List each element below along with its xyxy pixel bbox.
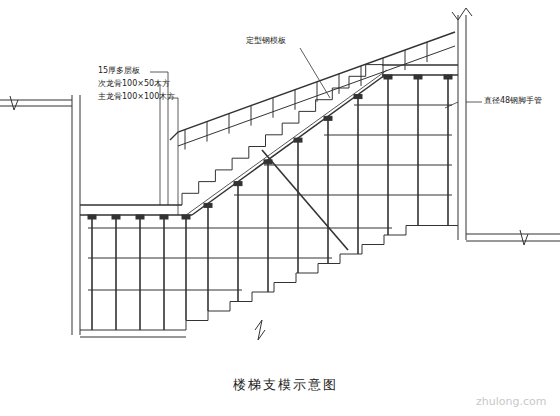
steel-tube-prop — [327, 116, 329, 263]
break-mark — [10, 96, 18, 110]
rail-post — [273, 98, 274, 118]
steel-tube-prop — [185, 215, 187, 321]
bottom-floor — [80, 330, 186, 337]
leader-line — [445, 102, 482, 108]
prop-head — [324, 116, 332, 120]
steel-tube-tie — [88, 258, 332, 259]
left-wall — [72, 95, 80, 335]
break-mark — [452, 8, 472, 20]
steel-tube-prop — [139, 215, 141, 330]
steel-tube-prop — [163, 215, 165, 330]
steel-tube-prop — [297, 138, 299, 273]
watermark: zhulong.com — [476, 396, 546, 409]
steel-tube-tie — [264, 165, 452, 166]
prop-head — [234, 182, 242, 186]
steel-railing — [170, 32, 455, 149]
floor-slab — [466, 234, 560, 241]
rail-post — [295, 90, 296, 110]
steel-tube-prop — [91, 215, 93, 330]
stair-steps — [186, 226, 458, 331]
rail-post — [427, 42, 428, 62]
prop-head — [160, 215, 168, 219]
rail-post — [251, 106, 252, 126]
prop-head — [112, 215, 120, 219]
formwork-board — [182, 70, 387, 218]
rail-post — [317, 82, 318, 102]
break-mark — [520, 230, 528, 245]
rail-bar — [178, 46, 455, 146]
caption: 楼梯支模示意图 — [233, 378, 338, 393]
prop-head — [354, 95, 362, 99]
steel-tube-tie — [234, 195, 452, 196]
steel-tube-prop — [267, 160, 269, 292]
leader-line — [300, 48, 330, 98]
steel-tube-prop — [387, 75, 389, 235]
steel-tube-tie — [354, 105, 452, 106]
prop-head — [414, 75, 422, 79]
rail-post — [361, 66, 362, 86]
landing-slab — [382, 65, 458, 75]
note-label: 次龙骨100×50木方 — [98, 79, 170, 88]
rail-post — [229, 114, 230, 134]
steel-tube-ties — [88, 105, 452, 290]
handrail — [170, 32, 455, 140]
steel-tube-prop — [447, 75, 449, 226]
steel-tube-tie — [88, 228, 392, 229]
prop-head — [88, 215, 96, 219]
steel-tube-tie — [88, 290, 242, 291]
prop-head — [444, 75, 452, 79]
stair-soffit — [192, 75, 385, 215]
steel-tube-prop — [115, 215, 117, 330]
steel-tube-prop — [417, 75, 419, 226]
stair-steps — [186, 226, 458, 331]
rail-post — [207, 122, 208, 142]
rail-post — [185, 129, 186, 149]
steel-tube-prop — [207, 203, 209, 311]
part-label: 直径48钢脚手管 — [484, 96, 542, 105]
prop-head — [136, 215, 144, 219]
prop-head — [384, 75, 392, 79]
note-label: 15厚多层板 — [98, 66, 140, 75]
break-mark — [255, 320, 265, 340]
rail-post — [383, 58, 384, 78]
prop-head — [294, 138, 302, 142]
landing-slab — [80, 205, 192, 215]
prop-head — [204, 203, 212, 207]
steel-tube-prop — [237, 182, 239, 302]
right-wall — [458, 15, 466, 240]
note-label: 主龙骨100×100木方 — [98, 92, 175, 101]
rail-post — [339, 74, 340, 94]
steel-tube-prop — [357, 95, 359, 254]
diagonal-brace — [262, 150, 348, 250]
rail-post — [405, 50, 406, 70]
part-label: 定型钢模板 — [246, 36, 286, 45]
floor-slab — [0, 100, 72, 106]
prop-head — [182, 215, 190, 219]
steel-tube-tie — [324, 135, 452, 136]
